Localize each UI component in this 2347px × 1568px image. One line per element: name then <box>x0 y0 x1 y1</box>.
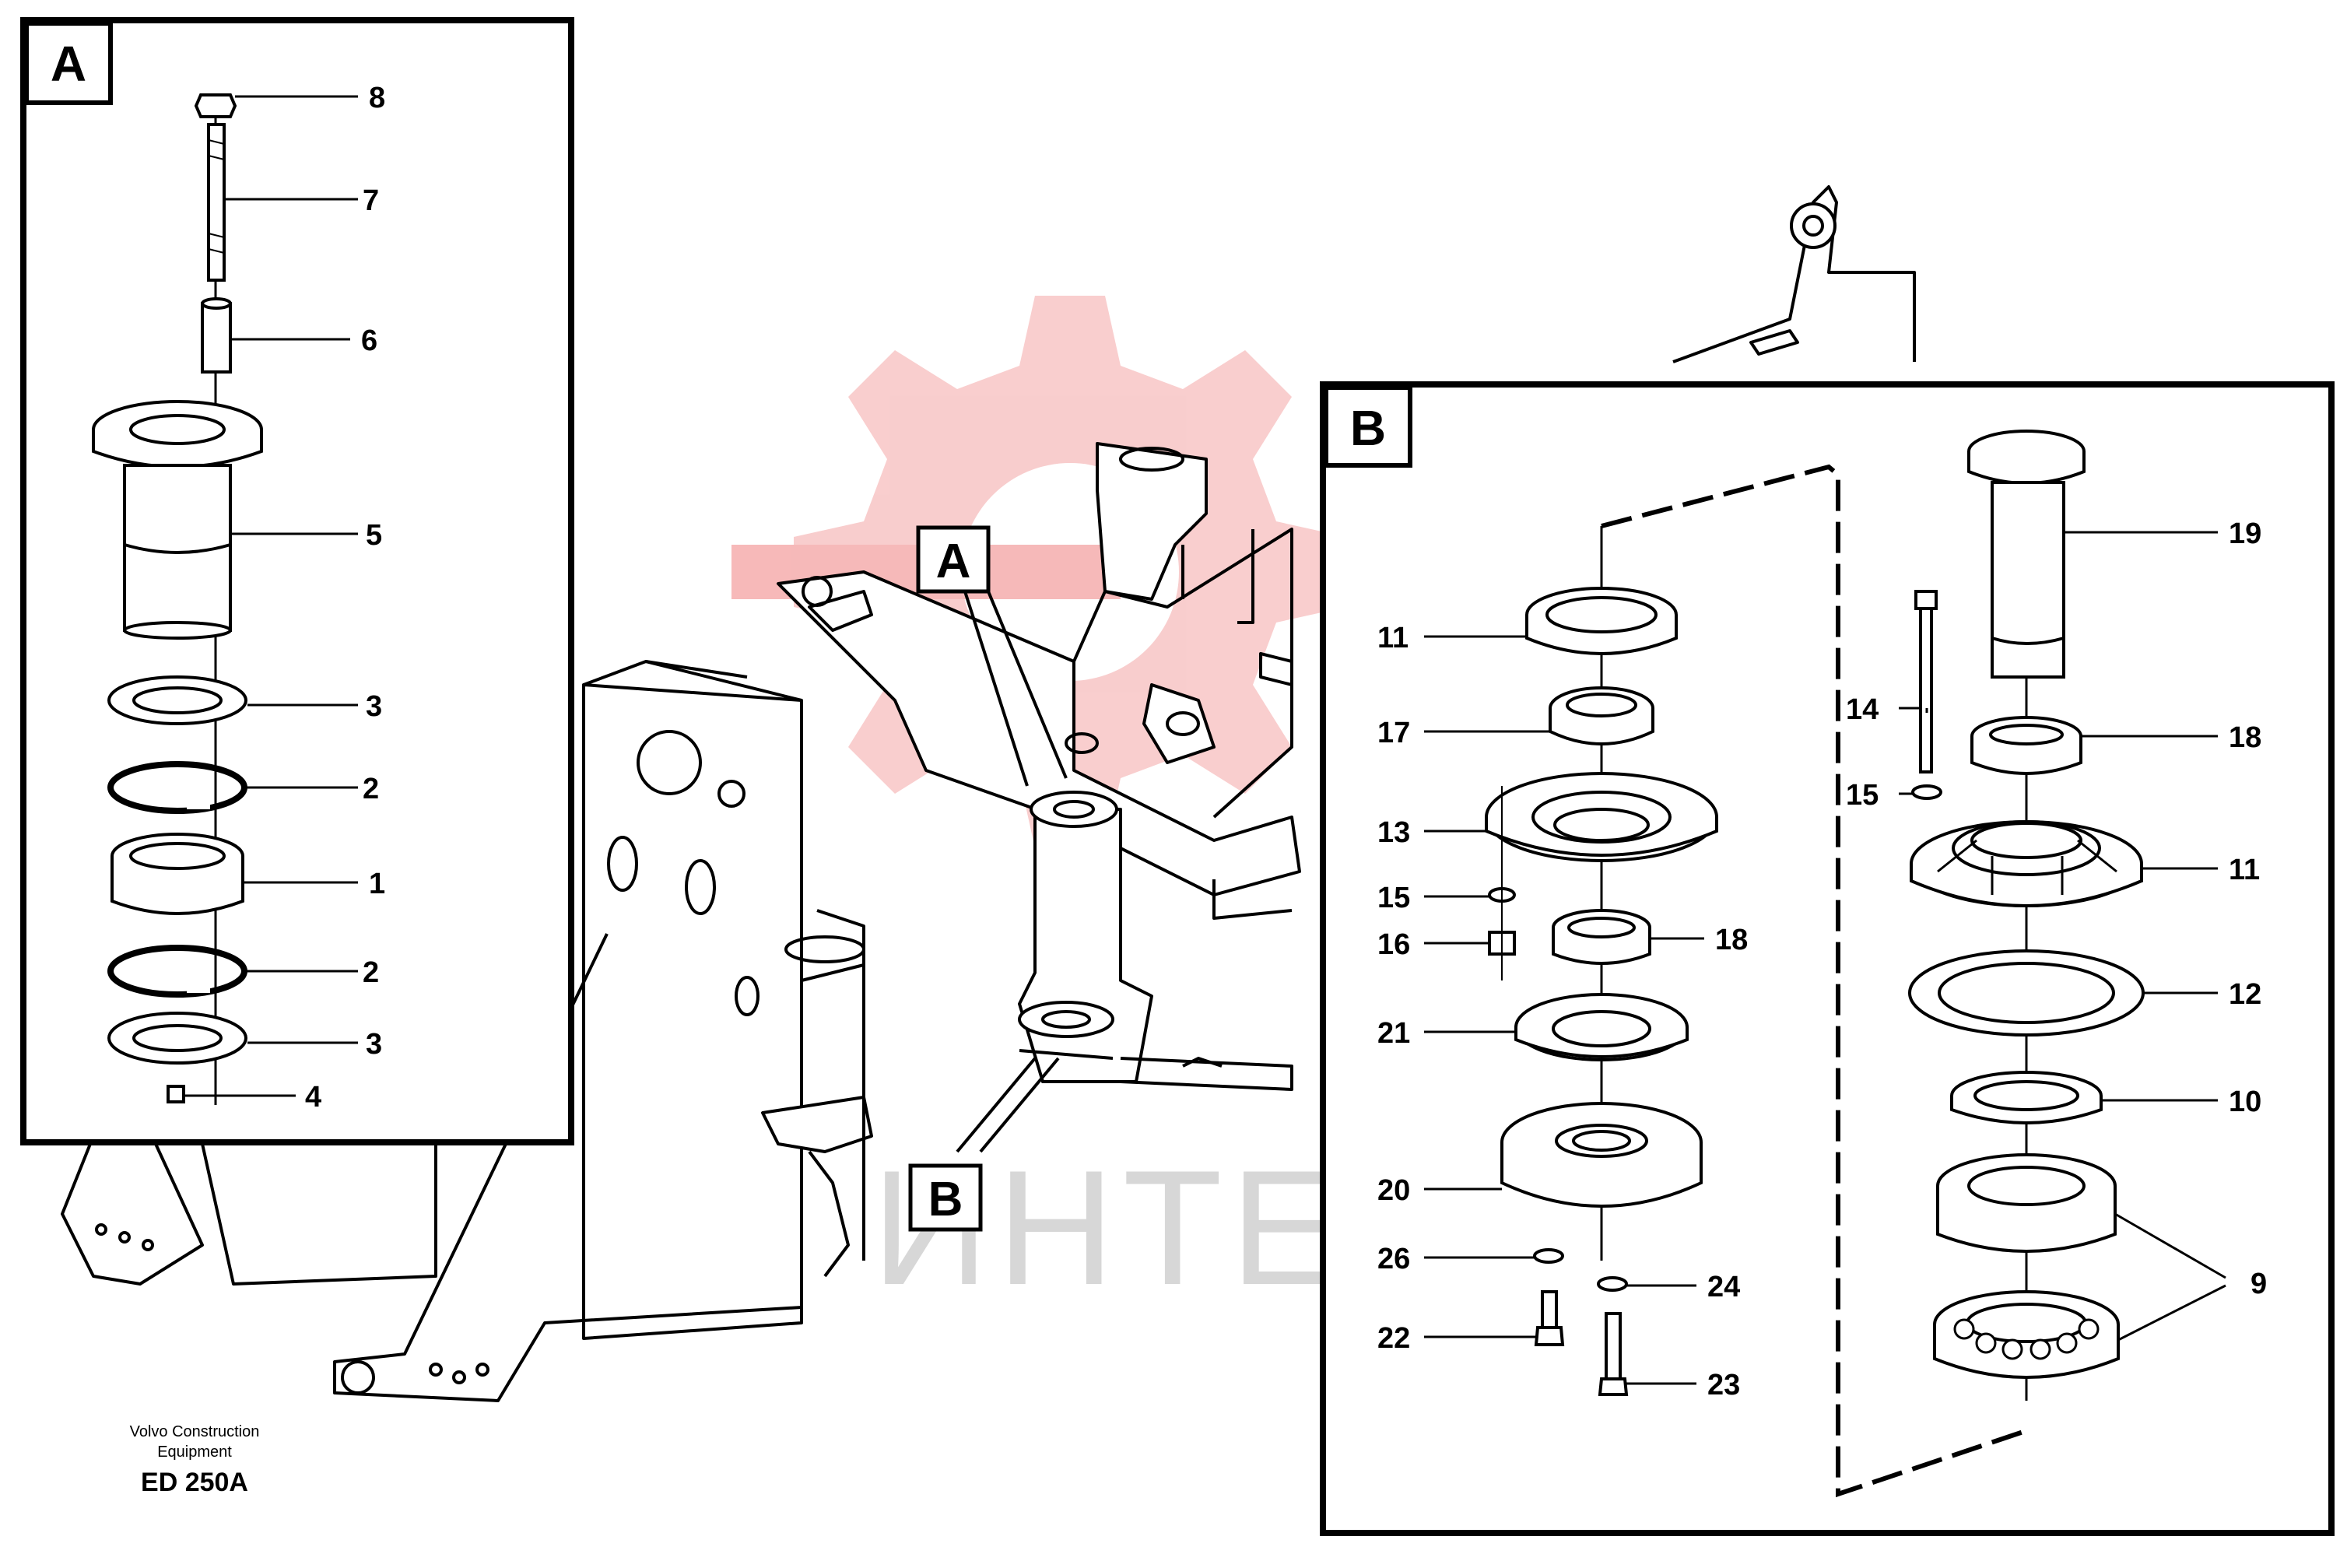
part-number-b-9: 9 <box>2251 1268 2267 1300</box>
part-number-b-16: 16 <box>1377 928 1410 961</box>
part-number-b-12: 12 <box>2229 978 2261 1011</box>
frame-callout-a: A <box>916 525 991 594</box>
part-number-a-3: 3 <box>366 690 382 723</box>
bearing-rollers <box>1953 1318 2100 1360</box>
part-number-a-7: 7 <box>363 184 379 217</box>
part-number-b-24: 24 <box>1707 1271 1740 1303</box>
part-number-b-14: 14 <box>1846 693 1879 726</box>
part-number-a-4: 4 <box>305 1081 321 1114</box>
part-number-b-11: 11 <box>1377 622 1409 654</box>
drawing-code: ED 250A <box>141 1468 248 1497</box>
part-number-a-2: 2 <box>363 773 379 805</box>
part-number-b-22: 22 <box>1377 1322 1410 1355</box>
part-number-a-3b: 3 <box>366 1028 382 1061</box>
publisher-credit: Volvo Construction Equipment ED 250A <box>130 1423 260 1497</box>
part-number-b-10: 10 <box>2229 1086 2261 1118</box>
part-number-a-1: 1 <box>369 868 385 900</box>
part-number-a-5: 5 <box>366 519 382 552</box>
part-number-b-23: 23 <box>1707 1369 1740 1401</box>
part-number-b-15: 15 <box>1377 882 1410 914</box>
panel-a-letter: A <box>51 36 86 92</box>
frame-callout-b: B <box>908 1163 983 1232</box>
frame-callout-a-label: A <box>936 535 971 588</box>
detail-panel-b: B <box>1320 381 2335 1536</box>
frame-callout-leaders <box>956 591 1068 1153</box>
part-number-b-20: 20 <box>1377 1174 1410 1207</box>
part-number-b-13: 13 <box>1377 816 1410 849</box>
credit-line-1: Volvo Construction <box>130 1423 260 1440</box>
credit-line-2: Equipment <box>157 1443 232 1461</box>
part-number-b-21: 21 <box>1377 1017 1410 1050</box>
frame-callout-b-label: B <box>928 1173 963 1226</box>
machine-frame-drawing <box>61 185 1916 1402</box>
part-number-b-18a: 18 <box>1715 924 1748 956</box>
detail-panel-a: A <box>20 17 574 1145</box>
part-number-b-17: 17 <box>1377 717 1410 749</box>
part-number-a-8: 8 <box>369 82 385 114</box>
part-number-a-6: 6 <box>361 324 377 357</box>
part-number-b-11b: 11 <box>2229 854 2260 886</box>
part-number-a-2b: 2 <box>363 956 379 989</box>
part-number-b-18b: 18 <box>2229 721 2261 754</box>
part-number-b-19: 19 <box>2229 517 2261 550</box>
part-number-b-26: 26 <box>1377 1243 1410 1275</box>
part-number-b-15b: 15 <box>1846 779 1879 812</box>
panel-b-letter: B <box>1350 400 1386 456</box>
